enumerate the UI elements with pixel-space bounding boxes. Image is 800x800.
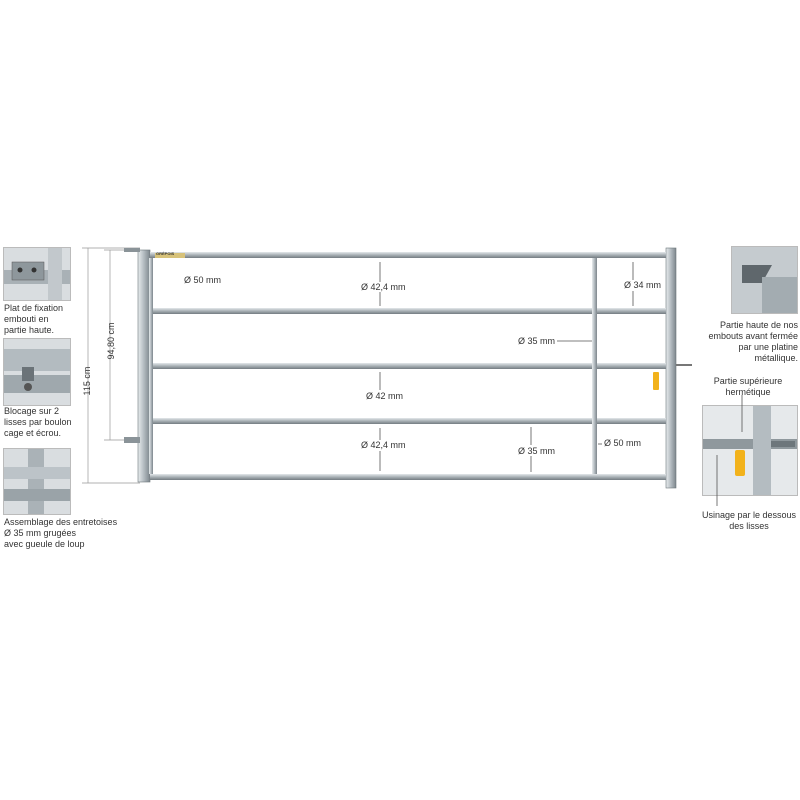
left-hinge-top — [124, 248, 140, 252]
caption-spacer-assembly: Assemblage des entretoises Ø 35 mm grugé… — [4, 517, 118, 549]
detail-photo-spacer-assembly — [3, 448, 71, 515]
dim-spacer-bottom: Ø 35 mm — [516, 446, 558, 456]
rail-4 — [150, 418, 666, 424]
detail-photo-bolt-lock — [3, 338, 71, 406]
machining-illustration — [703, 406, 797, 495]
dim-bottom-rail: Ø 42,4 mm — [359, 440, 408, 450]
dim-post-diameter: Ø 50 mm — [182, 275, 224, 285]
bolt-lock-illustration — [4, 349, 70, 393]
brand-label: GRÉPOIS — [156, 251, 175, 256]
brand-plate — [155, 253, 185, 258]
left-hinge-bottom — [124, 437, 140, 443]
callout-lines — [379, 262, 743, 506]
caption-machining: Usinage par le dessous des lisses — [701, 510, 797, 531]
detail-photo-fixation-plate — [3, 247, 71, 301]
left-post — [137, 249, 151, 483]
spacer-assembly-illustration — [4, 449, 70, 514]
detail-photo-machining — [702, 405, 798, 496]
caption-fixation-plate: Plat de fixation embouti en partie haute… — [4, 303, 64, 335]
overall-height-label: 115 cm — [82, 366, 92, 396]
caption-closed-end-cap: Partie haute de nos embouts avant fermée… — [708, 320, 798, 363]
inner-left-upright — [149, 258, 153, 474]
dim-spacer-top: Ø 35 mm — [516, 336, 558, 346]
dim-end-rail: Ø 34 mm — [622, 280, 664, 290]
rail-2 — [150, 308, 666, 314]
end-cap-illustration — [732, 247, 797, 313]
dim-top-rail: Ø 42,4 mm — [359, 282, 408, 292]
fixation-plate-illustration — [4, 248, 70, 300]
detail-photo-closed-end-cap — [731, 246, 798, 314]
right-post — [665, 247, 677, 489]
caption-hermetic-top: Partie supérieure hermétique — [713, 376, 783, 397]
latch-tag — [653, 372, 659, 390]
rail-3 — [150, 363, 666, 369]
caption-bolt-lock: Blocage sur 2 lisses par boulon cage et … — [4, 406, 72, 438]
dim-middle-rail: Ø 42 mm — [364, 391, 406, 401]
dim-right-post: Ø 50 mm — [602, 438, 644, 448]
spacer-upright — [592, 258, 597, 474]
inner-height-label: 94,80 cm — [106, 322, 116, 360]
rail-5 — [150, 474, 666, 480]
rail-1 — [150, 252, 666, 258]
